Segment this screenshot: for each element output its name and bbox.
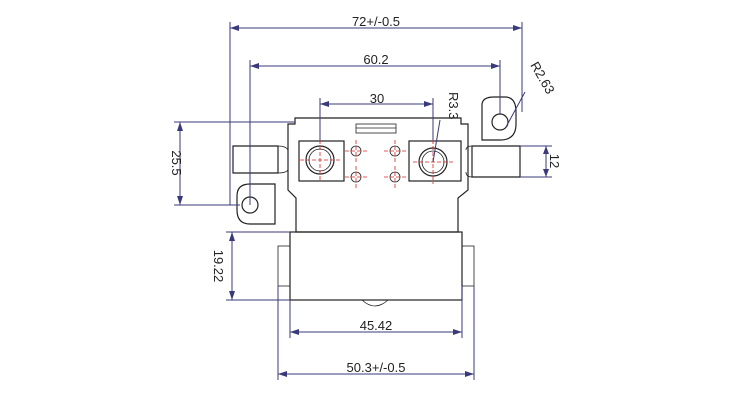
dim-height-label: 25.5 [169,150,184,175]
dim-mount-radius-label: R2.63 [527,59,557,97]
dim-body-outer-width: 50.3+/-0.5 [277,286,475,380]
dim-hole-spacing-label: 60.2 [363,52,388,67]
dim-terminal-spacing-label: 30 [370,91,384,106]
dim-body-inner-width: 45.42 [289,286,463,338]
dim-terminal-radius-label: R3.3 [446,92,461,119]
dim-body-outer-width-label: 50.3+/-0.5 [347,360,406,375]
dim-height: 25.5 [169,121,295,206]
dim-tab-height-label: 12 [547,154,562,168]
part-outline [232,96,521,307]
dim-terminal-radius: R3.3 [432,92,461,163]
dim-terminal-spacing: 30 [319,91,434,140]
dim-tab-height: 12 [520,145,562,178]
dim-body-height-label: 19.22 [211,250,226,283]
dim-hole-spacing: 60.2 [249,52,501,205]
dim-overall-width: 72+/-0.5 [229,14,523,205]
dim-overall-width-label: 72+/-0.5 [352,14,400,29]
dimensions: 72+/-0.5 60.2 30 R3.3 R2.63 [169,14,562,380]
centerlines [300,140,453,188]
dim-mount-radius: R2.63 [505,59,558,128]
dim-body-inner-width-label: 45.42 [360,318,393,333]
dim-body-height: 19.22 [211,231,290,301]
